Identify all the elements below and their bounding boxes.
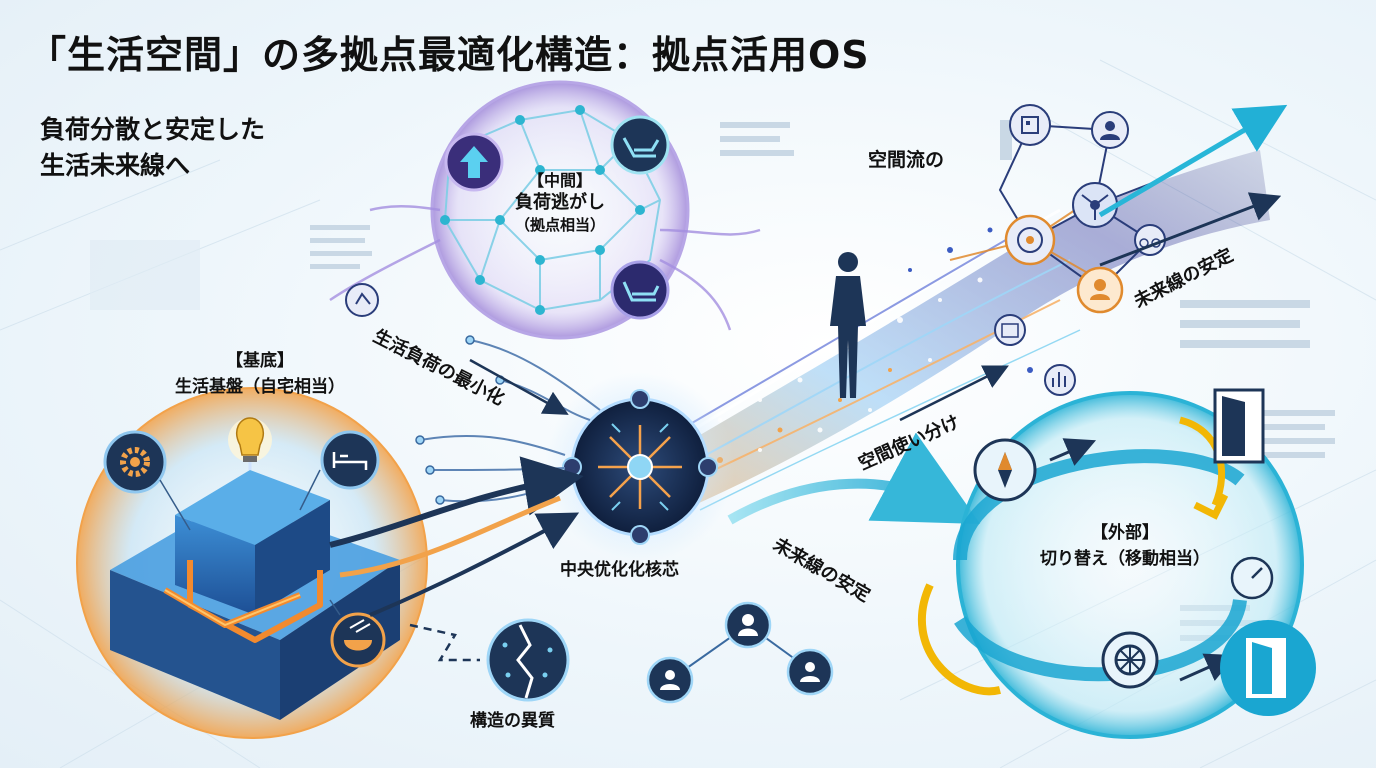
middle-node-tag: 【中間】 bbox=[527, 171, 592, 190]
core-input-nodes bbox=[415, 335, 505, 505]
recline-chair-icon bbox=[610, 115, 670, 175]
user-icon bbox=[1091, 111, 1129, 149]
core-label: 中央优化化核芯 bbox=[560, 560, 679, 580]
spatial-flow-label: 空間流の bbox=[868, 149, 945, 171]
base-node-tag: 【基底】 bbox=[226, 351, 294, 371]
heterogeneity-label: 構造の異質 bbox=[470, 711, 555, 731]
outer-node-label: 【外部】 切り替え（移動相当） bbox=[1020, 520, 1230, 572]
middle-branches bbox=[329, 205, 761, 331]
load-min-arrow bbox=[469, 358, 569, 415]
qr-icon bbox=[1009, 104, 1051, 146]
outer-node-tag: 【外部】 bbox=[1091, 523, 1159, 543]
network-hub-icon bbox=[1072, 182, 1118, 228]
middle-node-label: 【中間】 負荷逃がし （拠点相当） bbox=[500, 170, 620, 236]
lounge-chair-icon bbox=[610, 260, 670, 320]
middle-node-name: 負荷逃がし bbox=[515, 192, 605, 213]
middle-node-note: （拠点相当） bbox=[514, 216, 605, 234]
heterogeneity-node bbox=[409, 618, 570, 702]
person-icon bbox=[830, 252, 866, 398]
exit-door-icon bbox=[1220, 620, 1316, 716]
page-subtitle: 負荷分散と安定した 生活未来線へ bbox=[40, 115, 266, 180]
arrow-up-icon bbox=[444, 132, 504, 192]
outer-node-name: 切り替え（移動相当） bbox=[1040, 549, 1210, 569]
gear-icon bbox=[103, 430, 167, 494]
base-to-core-arrows bbox=[329, 456, 584, 617]
lightbulb-icon bbox=[228, 417, 272, 462]
page-title: 「生活空間」の多拠点最適化構造：拠点活用OS bbox=[28, 33, 870, 77]
flow-label-future-bottom: 未来線の安定 bbox=[770, 533, 875, 606]
top-right-arrows bbox=[899, 104, 1288, 422]
target-icon bbox=[1004, 214, 1056, 266]
calendar-icon bbox=[994, 314, 1026, 346]
compass-icon bbox=[973, 438, 1037, 502]
outer-sphere bbox=[918, 391, 1304, 739]
wheel-icon bbox=[1101, 631, 1159, 689]
person-badge-icon bbox=[1076, 266, 1124, 314]
to-outer-arrow bbox=[727, 432, 981, 525]
base-node-name: 生活基盤（自宅相当） bbox=[175, 377, 345, 397]
base-node-label: 【基底】 生活基盤（自宅相当） bbox=[150, 348, 370, 400]
network-icon bbox=[345, 283, 379, 317]
door-icon bbox=[1213, 388, 1265, 464]
people-network bbox=[646, 601, 834, 704]
base-links bbox=[159, 469, 341, 616]
flow-label-load-min: 生活負荷の最小化 bbox=[370, 325, 508, 410]
gauge-icon bbox=[1230, 556, 1274, 600]
central-core bbox=[545, 372, 735, 562]
base-structure bbox=[110, 440, 400, 720]
chart-icon bbox=[1044, 364, 1076, 396]
flow-label-space-usage: 空間使い分け bbox=[855, 411, 963, 475]
food-bowl-icon bbox=[330, 612, 386, 668]
bed-icon bbox=[320, 430, 380, 490]
